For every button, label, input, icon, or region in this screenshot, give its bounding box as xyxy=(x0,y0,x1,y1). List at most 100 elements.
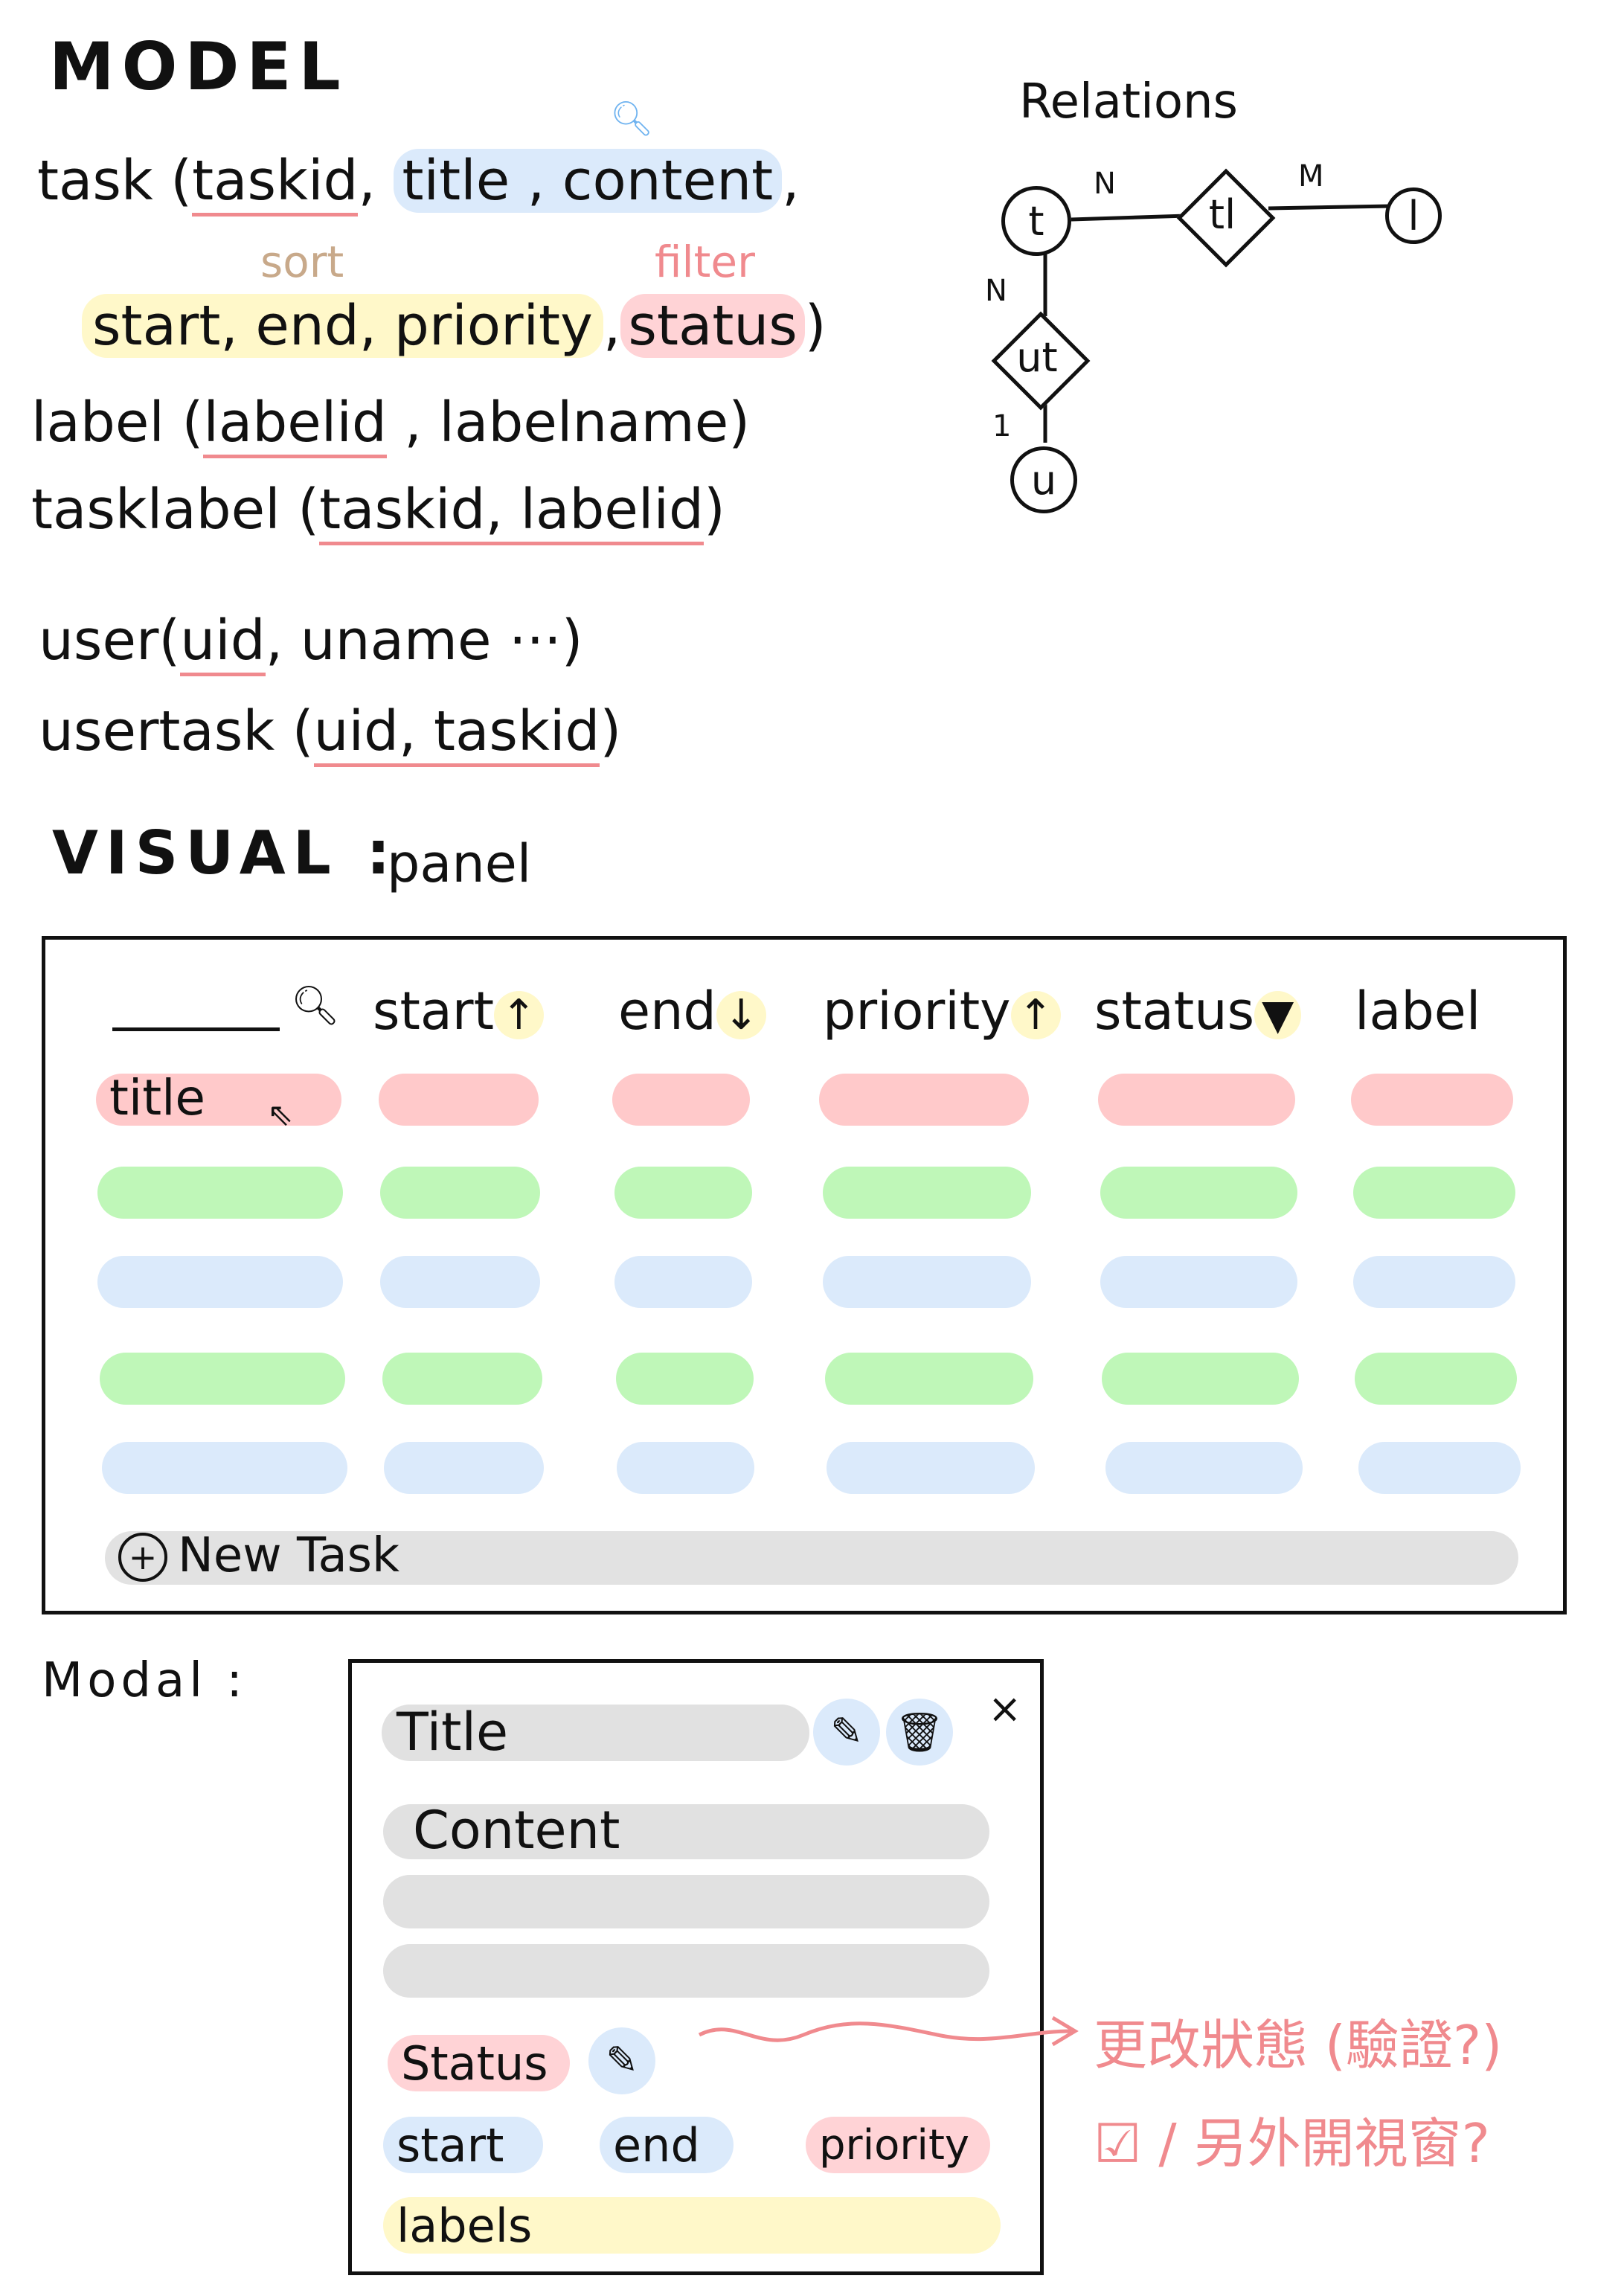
labels-label: labels xyxy=(397,2198,533,2253)
card-ut-u: 1 xyxy=(992,409,1012,443)
table-cell[interactable] xyxy=(616,1353,754,1405)
diamond-label: ut xyxy=(1016,333,1058,381)
table-cell[interactable] xyxy=(97,1256,343,1308)
close-button[interactable]: × xyxy=(988,1685,1022,1732)
label-relation: label (labelid , labelname) xyxy=(31,391,751,458)
table-cell[interactable] xyxy=(1100,1256,1297,1308)
table-cell[interactable] xyxy=(614,1167,752,1219)
status-note-line1: 更改狀態 (驗證?) xyxy=(1094,2014,1503,2077)
column-header-start[interactable]: start↑ xyxy=(373,981,544,1042)
relation-node-u: u xyxy=(1010,446,1077,513)
table-cell[interactable] xyxy=(819,1074,1029,1126)
column-header-label[interactable]: label xyxy=(1355,981,1480,1042)
task-relation-cont: start, end, priority,status) xyxy=(82,294,827,358)
task-comma: , xyxy=(782,149,800,213)
tasklabel-keys: taskid, labelid xyxy=(319,478,704,545)
column-label: start xyxy=(373,981,495,1042)
card-tl-l: M xyxy=(1298,159,1324,193)
table-cell[interactable] xyxy=(614,1256,752,1308)
sort-asc-icon[interactable]: ↑ xyxy=(494,991,544,1039)
task-searchable-fields: title , content xyxy=(393,149,783,213)
status-chip[interactable]: Status xyxy=(388,2035,570,2091)
column-header-priority[interactable]: priority↑ xyxy=(823,981,1061,1042)
sort-asc-icon[interactable]: ↑ xyxy=(1010,991,1061,1039)
trash-icon: 🗑︎ xyxy=(894,1710,944,1755)
label-prefix: label ( xyxy=(31,391,204,455)
diamond-label: tl xyxy=(1208,190,1236,238)
table-cell[interactable] xyxy=(102,1442,347,1494)
table-cell[interactable] xyxy=(1098,1074,1295,1126)
end-label: end xyxy=(613,2117,700,2172)
label-rest: , labelname) xyxy=(404,391,751,455)
search-icon: 🔍︎ xyxy=(610,98,654,138)
search-icon[interactable]: 🔍︎ xyxy=(291,984,341,1028)
visual-heading: VISUAL : xyxy=(52,818,398,888)
priority-chip[interactable]: priority xyxy=(806,2117,990,2173)
title-cell-label: title xyxy=(109,1069,206,1126)
table-cell[interactable] xyxy=(827,1442,1035,1494)
table-cell[interactable] xyxy=(823,1167,1031,1219)
new-task-button[interactable]: + New Task xyxy=(105,1528,1518,1585)
tasklabel-relation: tasklabel (taskid, labelid) xyxy=(31,478,725,545)
task-title-cell[interactable]: title ⇖ xyxy=(96,1069,341,1132)
task-taskid-key: taskid xyxy=(192,149,359,217)
modal-title-field[interactable]: Title xyxy=(382,1702,809,1763)
relation-node-l: l xyxy=(1385,187,1442,244)
table-cell[interactable] xyxy=(1100,1167,1297,1219)
new-task-label: New Task xyxy=(178,1528,400,1583)
filter-dropdown-icon[interactable]: ▼ xyxy=(1254,991,1302,1039)
edit-status-button[interactable]: ✎ xyxy=(588,2027,655,2094)
label-labelid-key: labelid xyxy=(203,391,387,458)
table-cell[interactable] xyxy=(97,1167,343,1219)
search-input[interactable] xyxy=(112,1027,280,1031)
status-note-arrow xyxy=(698,2016,1079,2047)
column-label: priority xyxy=(823,981,1011,1042)
column-label: label xyxy=(1355,981,1481,1042)
sort-desc-icon[interactable]: ↓ xyxy=(716,991,766,1039)
modal-content-line[interactable] xyxy=(383,1875,989,1928)
relations-heading: Relations xyxy=(1019,74,1238,129)
table-cell[interactable] xyxy=(380,1167,540,1219)
table-cell[interactable] xyxy=(382,1353,542,1405)
plus-circle-icon: + xyxy=(118,1533,167,1582)
modal-content-line[interactable] xyxy=(383,1944,989,1998)
table-cell[interactable] xyxy=(1358,1442,1521,1494)
relation-node-t: t xyxy=(1001,186,1071,256)
column-header-end[interactable]: end↓ xyxy=(618,981,766,1042)
table-cell[interactable] xyxy=(100,1353,345,1405)
start-chip[interactable]: start xyxy=(383,2117,543,2173)
status-note-line2: ☑ / 另外開視窗? xyxy=(1094,2112,1490,2175)
column-label: end xyxy=(618,981,716,1042)
delete-task-button[interactable]: 🗑︎ xyxy=(886,1699,953,1766)
modal-content-field[interactable]: Content xyxy=(383,1800,989,1861)
user-prefix: user( xyxy=(39,609,181,673)
modal-heading: Modal : xyxy=(42,1653,247,1708)
tasklabel-prefix: tasklabel ( xyxy=(31,478,320,542)
table-cell[interactable] xyxy=(825,1353,1033,1405)
labels-chip[interactable]: labels xyxy=(383,2197,1001,2254)
task-relation: task (taskid, title , content, xyxy=(37,149,800,217)
table-cell[interactable] xyxy=(1105,1442,1303,1494)
table-cell[interactable] xyxy=(1102,1353,1299,1405)
table-cell[interactable] xyxy=(1353,1256,1515,1308)
table-cell[interactable] xyxy=(1351,1074,1513,1126)
column-header-status[interactable]: status▼ xyxy=(1094,981,1302,1042)
card-t-tl: N xyxy=(1094,167,1116,201)
card-t-ut: N xyxy=(985,274,1007,308)
task-sep: , xyxy=(358,149,376,213)
table-cell[interactable] xyxy=(1355,1353,1517,1405)
table-cell[interactable] xyxy=(380,1256,540,1308)
table-cell[interactable] xyxy=(1353,1167,1515,1219)
column-label: status xyxy=(1094,981,1255,1042)
usertask-keys: uid, taskid xyxy=(313,699,600,767)
table-cell[interactable] xyxy=(379,1074,539,1126)
relation-node-ut: ut xyxy=(991,311,1091,411)
table-cell[interactable] xyxy=(617,1442,754,1494)
end-chip[interactable]: end xyxy=(600,2117,734,2173)
table-cell[interactable] xyxy=(612,1074,750,1126)
edit-title-button[interactable]: ✎ xyxy=(813,1699,880,1766)
table-cell[interactable] xyxy=(823,1256,1031,1308)
table-cell[interactable] xyxy=(384,1442,544,1494)
task-panel: 🔍︎ start↑ end↓ priority↑ status▼ label t… xyxy=(42,936,1567,1614)
user-relation: user(uid, uname ···) xyxy=(39,609,582,676)
